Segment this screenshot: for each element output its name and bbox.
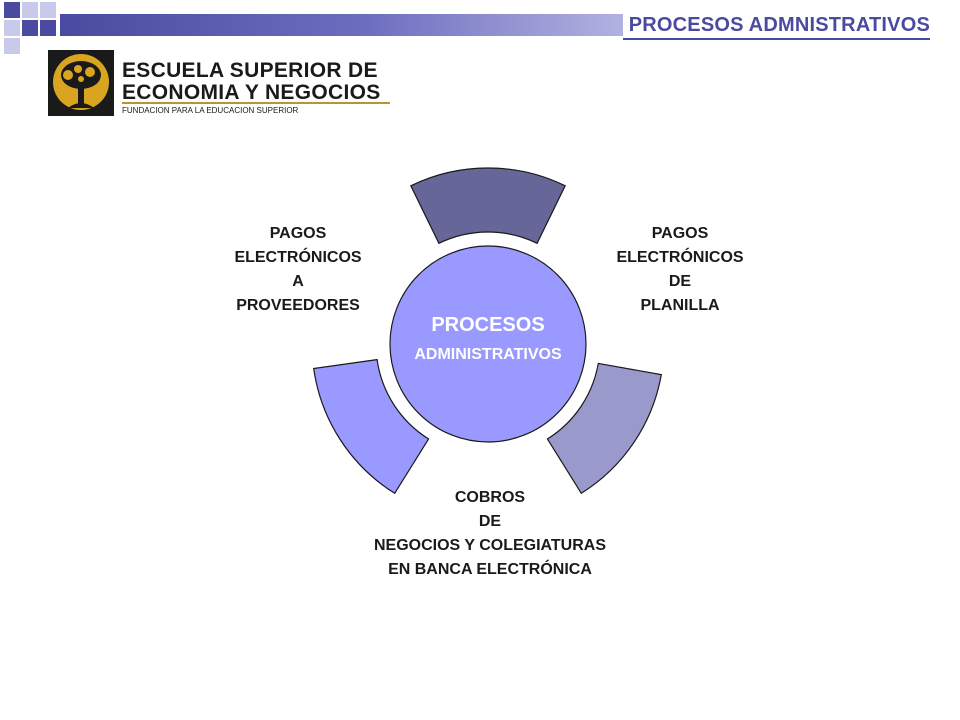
decor-square-dark	[4, 2, 20, 18]
logo-divider	[122, 102, 390, 104]
decor-square-light	[4, 20, 20, 36]
decor-square-dark	[40, 20, 56, 36]
decor-square-light	[22, 2, 38, 18]
center-subtitle: ADMINISTRATIVOS	[414, 346, 562, 363]
school-logo: ESCUELA SUPERIOR DE ECONOMIA Y NEGOCIOS …	[48, 50, 393, 122]
logo-name-line2: ECONOMIA Y NEGOCIOS	[122, 81, 381, 104]
decor-square-light	[4, 38, 20, 54]
segment-left	[313, 358, 430, 495]
page-title: PROCESOS ADMNISTRATIVOS	[622, 14, 930, 40]
segment-right	[546, 362, 662, 495]
label-bottom: COBROS DE NEGOCIOS Y COLEGIATURAS EN BAN…	[373, 489, 607, 578]
center-circle	[389, 245, 587, 443]
logo-subtitle: FUNDACION PARA LA EDUCACION SUPERIOR	[122, 106, 299, 115]
center-title: PROCESOS	[431, 314, 545, 336]
decor-square-dark	[22, 20, 38, 36]
tree-icon	[48, 50, 114, 116]
decor-square-light	[40, 2, 56, 18]
label-left: PAGOS ELECTRÓNICOS A PROVEEDORES	[234, 225, 362, 314]
label-right: PAGOS ELECTRÓNICOS DE PLANILLA	[616, 225, 744, 314]
logo-name-line1: ESCUELA SUPERIOR DE	[122, 59, 378, 82]
segment-top	[409, 167, 567, 245]
